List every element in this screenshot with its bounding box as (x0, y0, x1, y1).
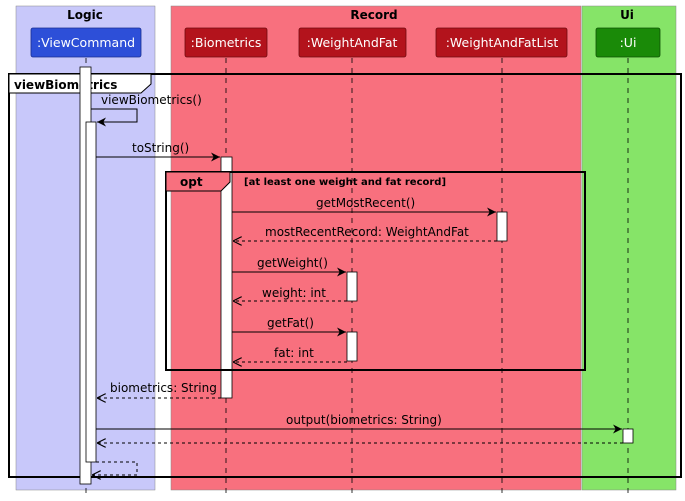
participant-biometrics-label: :Biometrics (191, 35, 262, 50)
participant-ui-box (595, 27, 661, 58)
activation-viewcommand-inner (85, 121, 97, 463)
frame-opt-guard: [at least one weight and fat record] (244, 177, 446, 188)
message-biometrics-label: biometrics: String (110, 381, 217, 395)
frame-opt-tab (165, 171, 231, 192)
message-viewbiometrics-label: viewBiometrics() (101, 93, 202, 107)
message-self-return (92, 461, 138, 475)
participant-weightandfat-label: :WeightAndFat (307, 35, 398, 50)
message-output-label: output(biometrics: String) (286, 413, 442, 427)
box-logic-label: Logic (67, 8, 103, 22)
box-record-bg (170, 5, 582, 491)
messages: viewBiometrics() toString() getMostRecen… (91, 93, 623, 475)
participant-viewcommand-label: :ViewCommand (37, 35, 135, 50)
frame-viewbiometrics-label: viewBiometrics (14, 78, 117, 92)
participant-weightandfat[interactable]: :WeightAndFat (298, 27, 407, 58)
participant-weightandfatlist-box (435, 27, 568, 58)
activation-ui (622, 428, 634, 444)
message-fat-label: fat: int (274, 346, 314, 360)
participant-biometrics[interactable]: :Biometrics (184, 27, 268, 58)
participant-ui[interactable]: :Ui (595, 27, 661, 58)
participant-ui-label: :Ui (620, 35, 637, 50)
frame-viewbiometrics: viewBiometrics (8, 73, 682, 478)
participant-weightandfat-box (298, 27, 407, 58)
frame-opt-border (165, 171, 586, 371)
participant-weightandfatlist-label: :WeightAndFatList (446, 35, 559, 50)
participant-biometrics-box (184, 27, 268, 58)
activation-weightandfat-2 (346, 331, 358, 362)
participant-viewcommand[interactable]: :ViewCommand (30, 27, 142, 58)
activation-weightandfat-1 (346, 271, 358, 302)
box-ui-bg (581, 5, 677, 491)
frame-opt: opt [at least one weight and fat record] (165, 171, 586, 371)
activation-weightandfatlist (496, 211, 508, 242)
message-tostring-label: toString() (132, 141, 189, 155)
message-weight-label: weight: int (262, 286, 326, 300)
message-getmostrecent-label: getMostRecent() (316, 196, 415, 210)
box-record-label: Record (350, 8, 397, 22)
activation-biometrics (220, 156, 233, 399)
box-record: Record (170, 5, 582, 491)
box-ui-label: Ui (620, 8, 634, 22)
message-getfat-label: getFat() (267, 316, 314, 330)
message-viewbiometrics-call (91, 108, 138, 127)
frame-opt-label: opt (180, 175, 203, 189)
participant-viewcommand-box (30, 27, 142, 58)
box-ui: Ui (581, 5, 677, 491)
message-mostrecentrecord-label: mostRecentRecord: WeightAndFat (265, 225, 469, 239)
participant-weightandfatlist[interactable]: :WeightAndFatList (435, 27, 568, 58)
frame-viewbiometrics-border (8, 73, 682, 478)
message-getweight-label: getWeight() (257, 256, 328, 270)
activations (79, 66, 634, 485)
